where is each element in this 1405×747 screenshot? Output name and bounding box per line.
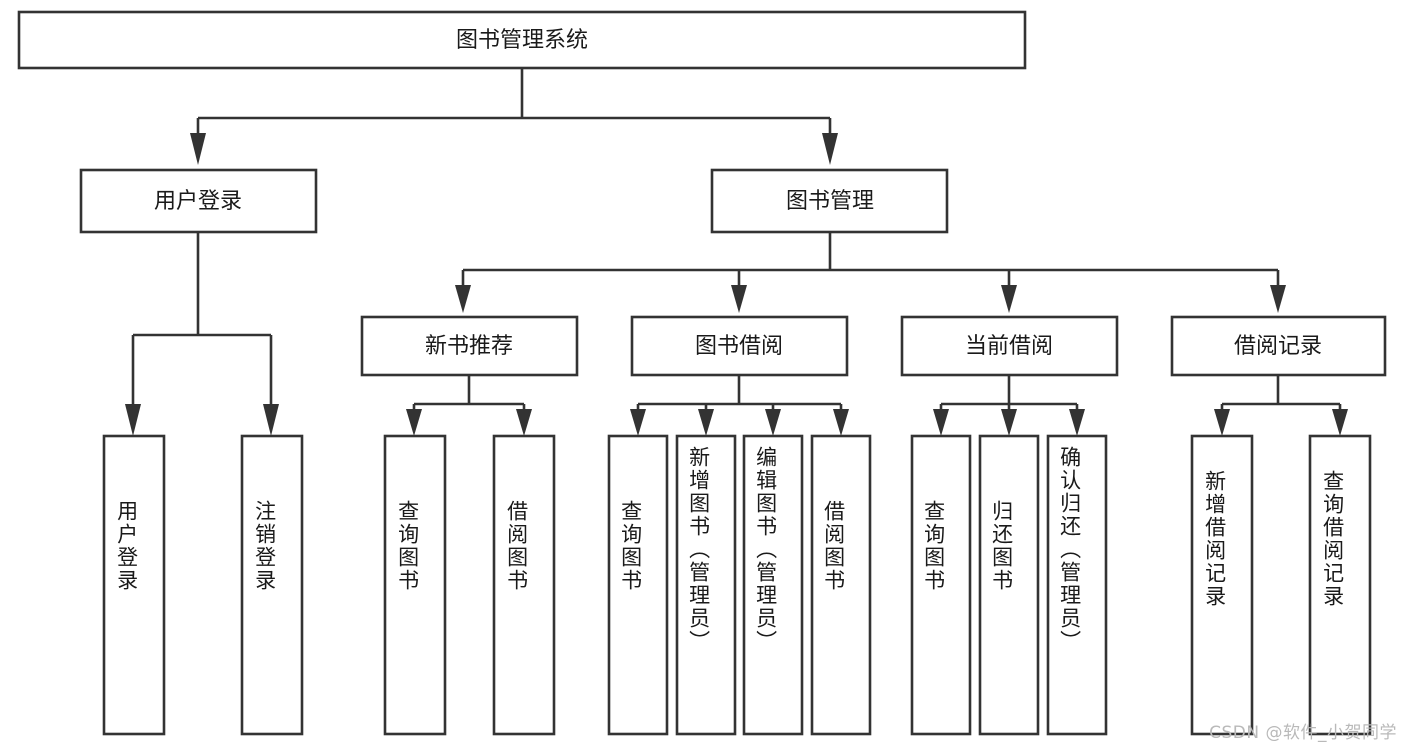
node-new-book-recommend-box[interactable]	[360, 315, 579, 377]
leaf-box-cb-confirm[interactable]	[1046, 434, 1108, 736]
arrow-to-new-book-recommend	[455, 285, 471, 313]
leaf-box-bb-add[interactable]	[675, 434, 737, 736]
node-root-box[interactable]	[17, 10, 1027, 70]
arrow-to-leaf-cb-return	[1001, 409, 1017, 436]
arrow-to-leaf-bb-edit	[765, 409, 781, 436]
node-new-book-recommend-label: 新书推荐	[425, 334, 513, 359]
node-book-manage-label: 图书管理	[786, 189, 874, 214]
arrow-to-leaf-nbr-borrow	[516, 409, 532, 436]
arrow-to-leaf-bb-query	[630, 409, 646, 436]
arrow-to-leaf-nbr-query	[406, 409, 422, 436]
node-root-label: 图书管理系统	[456, 28, 588, 53]
node-book-borrow-label: 图书借阅	[695, 334, 783, 359]
watermark-text: CSDN @软件_小贺同学	[1209, 723, 1397, 743]
node-borrow-record-label: 借阅记录	[1234, 334, 1322, 359]
leaf-box-cb-query[interactable]	[910, 434, 972, 736]
arrow-to-book-manage	[822, 133, 838, 165]
leaf-box-bb-query[interactable]	[607, 434, 669, 736]
leaf-box-nbr-borrow[interactable]	[492, 434, 556, 736]
arrow-to-leaf-user-login	[125, 404, 141, 436]
arrow-to-leaf-logout	[263, 404, 279, 436]
node-current-borrow-box[interactable]	[900, 315, 1119, 377]
arrow-to-user-login	[190, 133, 206, 165]
arrow-to-leaf-bb-add	[698, 409, 714, 436]
node-book-manage-box[interactable]	[710, 168, 949, 234]
arrow-to-leaf-br-add	[1214, 409, 1230, 436]
leaf-box-br-add[interactable]	[1190, 434, 1254, 736]
arrow-to-current-borrow	[1001, 285, 1017, 313]
arrow-to-leaf-cb-query	[933, 409, 949, 436]
arrow-to-borrow-record	[1270, 285, 1286, 313]
arrow-to-leaf-br-query	[1332, 409, 1348, 436]
leaf-box-user-login[interactable]	[102, 434, 166, 736]
leaf-box-logout[interactable]	[240, 434, 304, 736]
leaf-box-nbr-query[interactable]	[383, 434, 447, 736]
node-current-borrow-label: 当前借阅	[965, 334, 1053, 359]
leaf-box-br-query[interactable]	[1308, 434, 1372, 736]
node-borrow-record-box[interactable]	[1170, 315, 1387, 377]
leaf-box-cb-return[interactable]	[978, 434, 1040, 736]
leaf-box-bb-borrow[interactable]	[810, 434, 872, 736]
node-user-login-label: 用户登录	[154, 189, 242, 214]
arrow-to-book-borrow	[731, 285, 747, 313]
node-book-borrow-box[interactable]	[630, 315, 849, 377]
arrow-to-leaf-cb-confirm	[1069, 409, 1085, 436]
arrow-to-leaf-bb-borrow	[833, 409, 849, 436]
leaf-box-bb-edit[interactable]	[742, 434, 804, 736]
